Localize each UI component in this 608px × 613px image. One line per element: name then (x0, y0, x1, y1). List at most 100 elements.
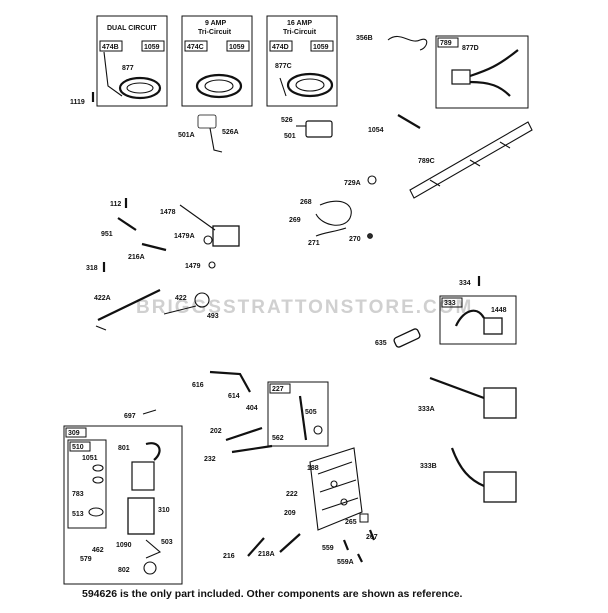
label-270: 270 (349, 236, 361, 243)
label-422a: 422A (94, 295, 111, 302)
label-1448: 1448 (491, 307, 507, 314)
code-1059-c: 1059 (313, 44, 329, 51)
label-269: 269 (289, 217, 301, 224)
dual-circuit-title: DUAL CIRCUIT (107, 25, 157, 32)
label-559a: 559A (337, 559, 354, 566)
rod-218a (279, 533, 301, 553)
label-1119: 1119 (70, 99, 85, 106)
label-310: 310 (158, 507, 170, 514)
label-616: 616 (192, 382, 204, 389)
code-333: 333 (444, 300, 456, 307)
label-462: 462 (92, 547, 104, 554)
label-877d: 877D (462, 45, 479, 52)
label-503: 503 (161, 539, 173, 546)
bracket-789c (409, 121, 533, 199)
label-1090: 1090 (116, 542, 132, 549)
label-333b: 333B (420, 463, 437, 470)
label-1051: 1051 (82, 455, 98, 462)
label-1479: 1479 (185, 263, 201, 270)
armature (131, 461, 155, 491)
rod-232 (231, 444, 273, 454)
code-1059-a: 1059 (144, 44, 160, 51)
label-579: 579 (80, 556, 92, 563)
label-404: 404 (246, 405, 258, 412)
label-635: 635 (375, 340, 387, 347)
label-209: 209 (284, 510, 296, 517)
code-309: 309 (68, 430, 80, 437)
label-614: 614 (228, 393, 240, 400)
lever-422a (97, 289, 161, 321)
label-505: 505 (305, 409, 317, 416)
label-218a: 218A (258, 551, 275, 558)
label-1054: 1054 (368, 127, 384, 134)
code-227: 227 (272, 386, 284, 393)
label-1478: 1478 (160, 209, 176, 216)
label-697: 697 (124, 413, 136, 420)
label-562: 562 (272, 435, 284, 442)
label-783: 783 (72, 491, 84, 498)
watermark-text: BRIGGSSTRATTONSTORE.COM (136, 297, 473, 318)
label-232: 232 (204, 456, 216, 463)
control-bracket-188 (309, 447, 363, 531)
label-422: 422 (175, 295, 187, 302)
label-877: 877 (122, 65, 134, 72)
rod-216 (247, 537, 265, 557)
label-271: 271 (308, 240, 320, 247)
label-268: 268 (300, 199, 312, 206)
solenoid-1478 (179, 204, 240, 247)
box-227: 227 505 562 (267, 381, 329, 447)
code-789: 789 (440, 40, 452, 47)
cable-268 (315, 200, 352, 226)
label-216: 216 (223, 553, 235, 560)
label-333a: 333A (418, 406, 435, 413)
footnote: 594626 is the only part included. Other … (82, 588, 463, 600)
regulator-501a (197, 114, 223, 153)
label-267: 267 (366, 534, 378, 541)
label-222: 222 (286, 491, 298, 498)
label-802: 802 (118, 567, 130, 574)
alternator-ring-9amp (195, 73, 243, 99)
code-474c: 474C (187, 44, 204, 51)
label-559: 559 (322, 545, 334, 552)
label-112: 112 (110, 201, 121, 208)
nine-amp-title: 9 AMP (205, 20, 226, 27)
box-789: 789 877D (435, 35, 529, 109)
label-526a: 526A (222, 129, 239, 136)
nine-amp-subtitle: Tri-Circuit (198, 29, 232, 36)
ignition-coil-333b (450, 447, 517, 503)
alternator-ring-16amp (286, 72, 334, 98)
link-616 (209, 370, 251, 393)
sixteen-amp-subtitle: Tri-Circuit (283, 29, 317, 36)
label-501a: 501A (178, 132, 195, 139)
code-510: 510 (72, 444, 84, 451)
label-318: 318 (86, 265, 98, 272)
label-356b: 356B (356, 35, 373, 42)
label-513: 513 (72, 511, 84, 518)
code-474d: 474D (272, 44, 289, 51)
box-309: 309 510 1051 801 783 513 310 1090 503 46… (63, 425, 183, 585)
label-729a: 729A (344, 180, 361, 187)
label-216a: 216A (128, 254, 145, 261)
regulator-501 (296, 120, 333, 138)
label-951: 951 (101, 231, 113, 238)
label-334: 334 (459, 280, 471, 287)
label-188: 188 (307, 465, 319, 472)
rod-202 (225, 426, 263, 442)
label-877c: 877C (275, 63, 292, 70)
part-493 (194, 292, 210, 308)
harness-356b (387, 35, 428, 51)
label-501: 501 (284, 133, 296, 140)
dual-circuit-box: DUAL CIRCUIT 474B 1059 (96, 15, 168, 107)
starter-housing (127, 497, 155, 535)
ignition-coil-333a (429, 376, 517, 419)
code-474b: 474B (102, 44, 119, 51)
code-1059-b: 1059 (229, 44, 245, 51)
sixteen-amp-title: 16 AMP (287, 20, 312, 27)
label-789c: 789C (418, 158, 435, 165)
label-265: 265 (345, 519, 357, 526)
label-1479a: 1479A (174, 233, 195, 240)
label-526: 526 (281, 117, 293, 124)
alternator-ring-dual (118, 76, 162, 100)
label-202: 202 (210, 428, 222, 435)
